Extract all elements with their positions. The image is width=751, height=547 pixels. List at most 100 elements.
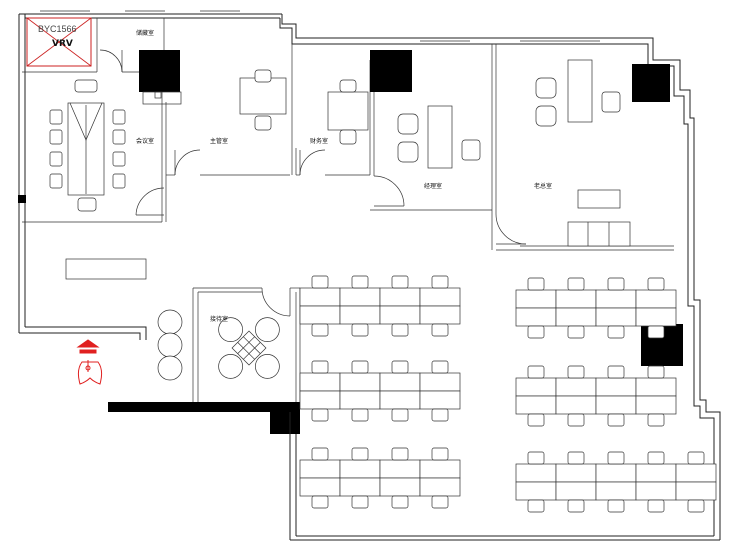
- desk: [555, 463, 597, 483]
- chair: [431, 323, 449, 337]
- chair: [647, 413, 665, 427]
- chair: [527, 365, 545, 379]
- desk: [419, 459, 461, 479]
- desk: [635, 289, 677, 309]
- vrv-unit: BYC1566 VRV: [26, 17, 92, 67]
- desk: [379, 372, 421, 392]
- chair: [527, 413, 545, 427]
- workstation-area: [299, 275, 717, 513]
- chair: [607, 365, 625, 379]
- supervisor-desk: [239, 69, 287, 131]
- desk: [515, 395, 557, 415]
- desk: [555, 289, 597, 309]
- chair: [311, 323, 329, 337]
- chair: [431, 447, 449, 461]
- chair: [607, 277, 625, 291]
- boss-room-label: 老总室: [534, 182, 552, 190]
- manager-room-label: 经理室: [424, 182, 442, 190]
- desk: [339, 390, 381, 410]
- outer-walls: [18, 10, 721, 541]
- desk: [675, 481, 717, 501]
- interior-walls: [22, 18, 683, 402]
- desk: [595, 395, 637, 415]
- desk: [675, 463, 717, 483]
- meeting-table: [49, 79, 126, 212]
- desk: [635, 481, 677, 501]
- chair: [647, 277, 665, 291]
- chair: [607, 451, 625, 465]
- desk: [379, 287, 421, 307]
- desk: [595, 463, 637, 483]
- desk: [379, 459, 421, 479]
- desk: [555, 481, 597, 501]
- chair: [567, 365, 585, 379]
- chair: [351, 360, 369, 374]
- chair: [567, 413, 585, 427]
- desk: [635, 307, 677, 327]
- desk: [379, 305, 421, 325]
- chair: [391, 275, 409, 289]
- chair: [527, 277, 545, 291]
- desk: [339, 459, 381, 479]
- reception-room-label: 接待室: [210, 315, 228, 323]
- chair: [391, 360, 409, 374]
- desk: [299, 477, 341, 497]
- room-labels: 储藏室 会议室 主管室 财务室 经理室 老总室 接待室: [136, 29, 552, 323]
- chair: [351, 323, 369, 337]
- chair: [687, 451, 705, 465]
- desk: [299, 372, 341, 392]
- chair: [567, 499, 585, 513]
- desk: [515, 289, 557, 309]
- desk: [419, 287, 461, 307]
- finance-desk: [327, 79, 369, 145]
- chair: [311, 447, 329, 461]
- desk: [299, 459, 341, 479]
- storage-room-label: 储藏室: [136, 29, 154, 37]
- desk: [515, 463, 557, 483]
- chair: [607, 325, 625, 339]
- desk: [555, 395, 597, 415]
- chair: [607, 413, 625, 427]
- chair: [431, 275, 449, 289]
- manager-desk: [397, 105, 481, 169]
- vrv-code-text: BYC1566: [38, 24, 77, 34]
- desk: [515, 377, 557, 397]
- chair: [527, 451, 545, 465]
- chair: [607, 499, 625, 513]
- fire-extinguisher-icon: [76, 339, 103, 385]
- desk: [635, 395, 677, 415]
- chair: [391, 323, 409, 337]
- desk: [339, 477, 381, 497]
- chair: [647, 451, 665, 465]
- chair: [311, 408, 329, 422]
- chair: [391, 447, 409, 461]
- desk: [515, 481, 557, 501]
- desk: [635, 377, 677, 397]
- chair: [391, 495, 409, 509]
- chair: [527, 325, 545, 339]
- desk: [339, 305, 381, 325]
- doors: [99, 49, 527, 317]
- desk: [379, 390, 421, 410]
- desk: [299, 390, 341, 410]
- chair: [391, 408, 409, 422]
- meeting-room-label: 会议室: [136, 137, 154, 145]
- chair: [351, 447, 369, 461]
- chair: [567, 325, 585, 339]
- chair: [431, 408, 449, 422]
- finance-room-label: 财务室: [310, 137, 328, 145]
- chair: [647, 325, 665, 339]
- desk: [555, 377, 597, 397]
- chair: [567, 451, 585, 465]
- boss-desk: [535, 59, 631, 247]
- chair: [647, 365, 665, 379]
- chair: [687, 499, 705, 513]
- chair: [431, 360, 449, 374]
- desk: [379, 477, 421, 497]
- chair: [567, 277, 585, 291]
- desk: [299, 287, 341, 307]
- desk: [339, 287, 381, 307]
- chair: [527, 499, 545, 513]
- chair: [311, 360, 329, 374]
